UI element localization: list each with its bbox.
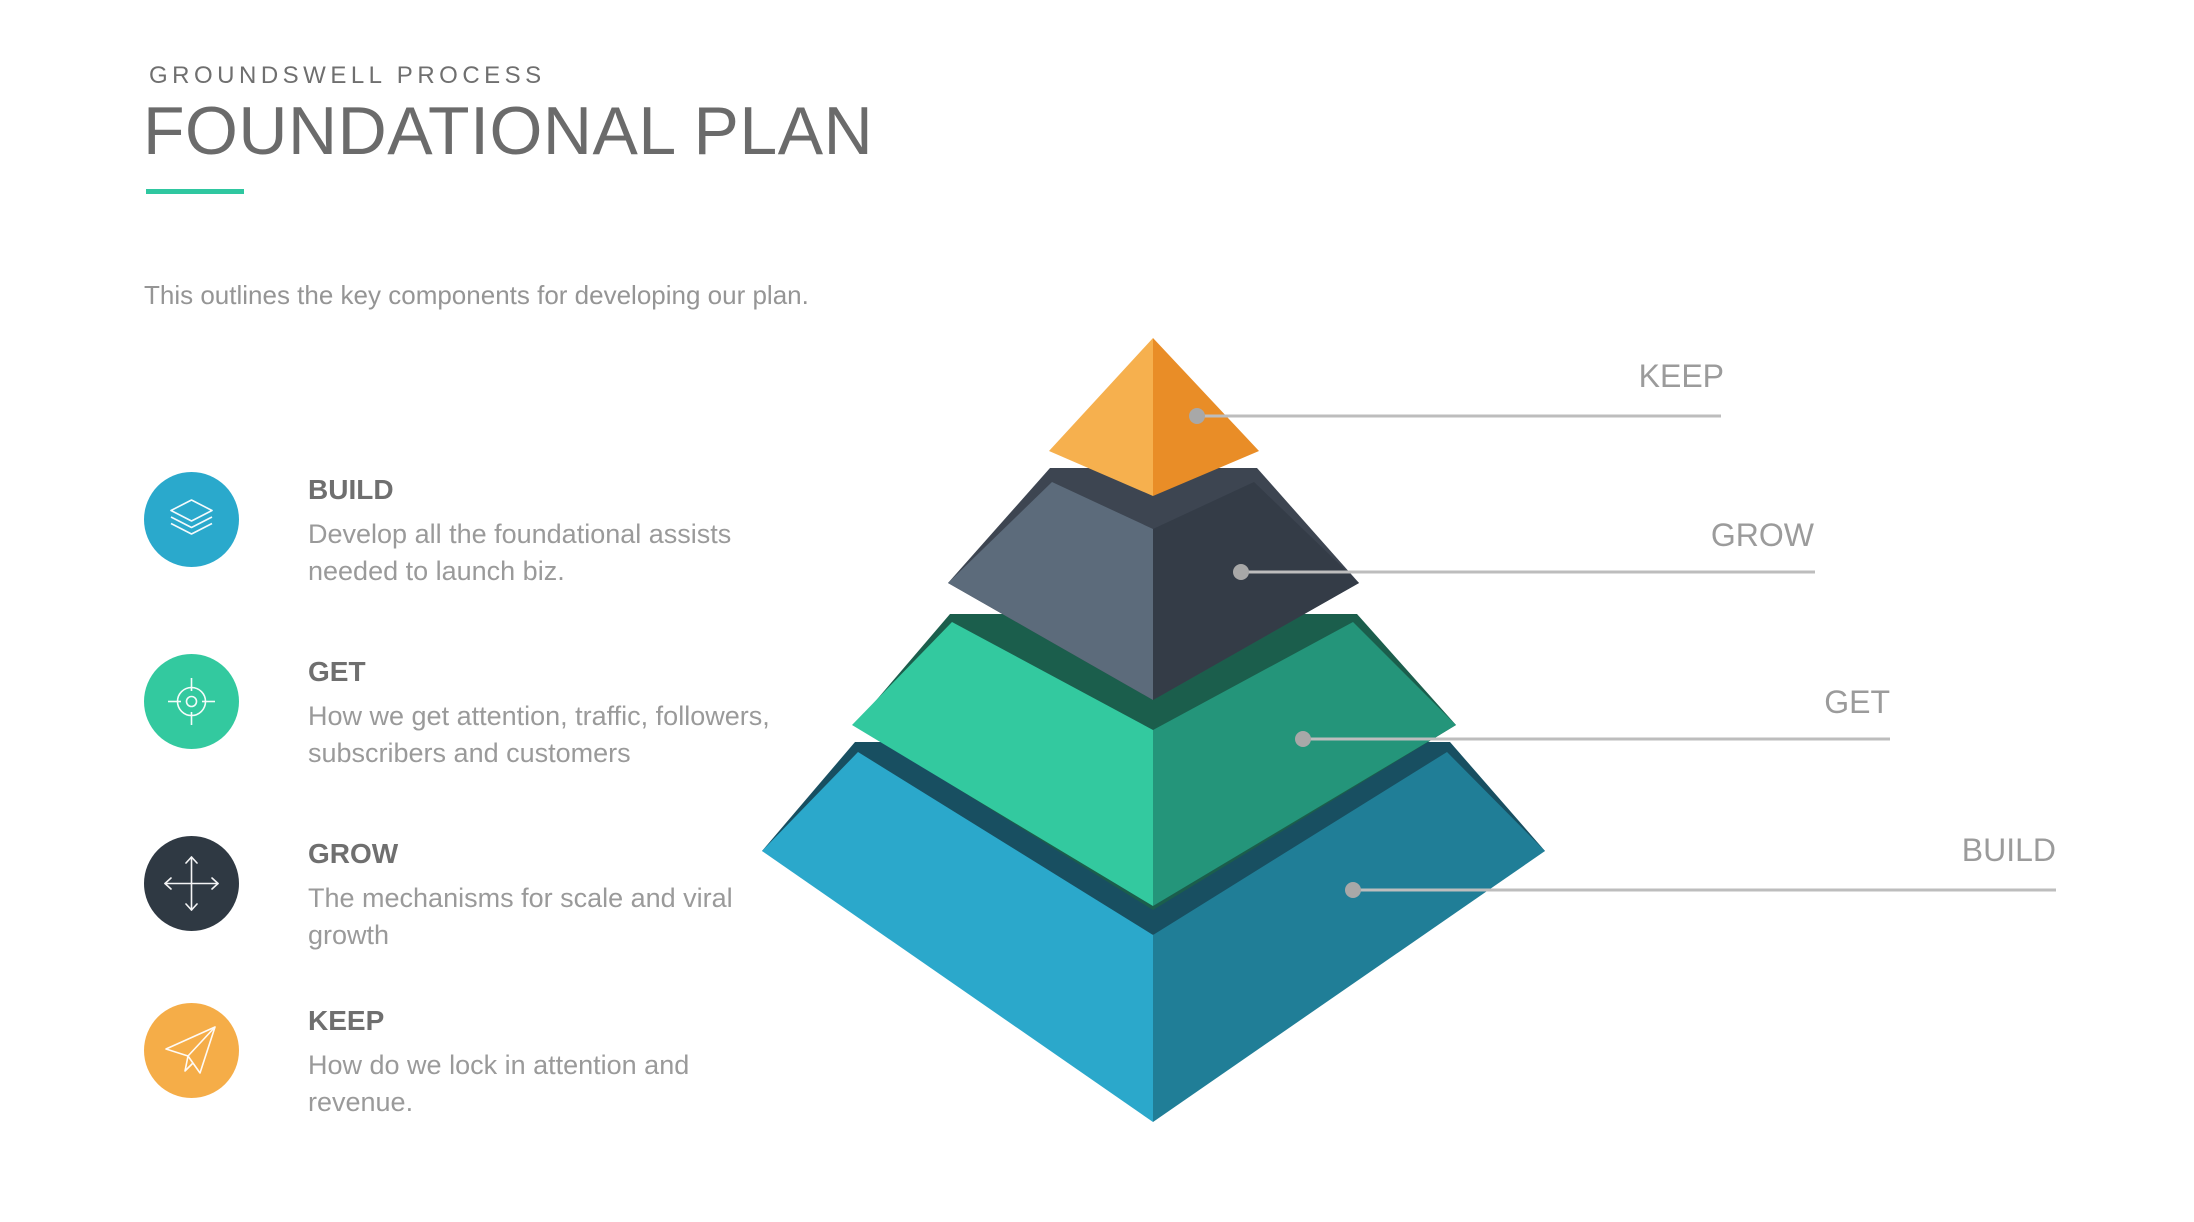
grow-tier-right-face <box>1153 482 1359 700</box>
pyramid-label-build: BUILD <box>1961 832 2056 868</box>
step-description: Develop all the foundational assists nee… <box>308 519 732 586</box>
target-icon <box>144 654 239 749</box>
grow-tier-left-face <box>948 482 1153 700</box>
leader-dot-build <box>1345 882 1361 898</box>
keep-tier-left-face <box>1049 338 1153 496</box>
step-title: BUILD <box>308 474 394 505</box>
leader-dot-grow <box>1233 564 1249 580</box>
step-title: GET <box>308 656 366 687</box>
pyramid-label-keep: KEEP <box>1638 358 1724 394</box>
build-tier-right-face <box>1153 752 1545 1122</box>
get-tier-right-face <box>1153 622 1456 906</box>
leader-lines <box>1197 414 2056 892</box>
step-grow: GROW The mechanisms for scale and viral … <box>144 836 784 950</box>
leader-dot-get <box>1295 731 1311 747</box>
step-title: GROW <box>308 838 399 869</box>
pyramid-layer-get <box>852 614 1456 910</box>
page-title: FOUNDATIONAL PLAN <box>143 93 874 169</box>
move-arrows-icon <box>144 836 239 931</box>
layers-icon <box>144 472 239 567</box>
step-description: The mechanisms for scale and viral growt… <box>308 883 733 950</box>
leader-dots <box>1189 408 1361 898</box>
leader-dot-keep <box>1189 408 1205 424</box>
pyramid-layer-build <box>762 742 1545 1122</box>
pyramid-label-grow: GROW <box>1710 517 1814 553</box>
step-build: BUILD Develop all the foundational assis… <box>144 472 784 586</box>
page-subtitle: This outlines the key components for dev… <box>144 280 809 310</box>
pyramid-label-get: GET <box>1824 684 1890 720</box>
step-description: How we get attention, traffic, followers… <box>308 701 770 768</box>
title-accent-bar <box>146 189 244 194</box>
eyebrow-label: GROUNDSWELL PROCESS <box>149 62 546 89</box>
build-tier-left-face <box>762 752 1153 1122</box>
step-title: KEEP <box>308 1005 385 1036</box>
step-get: GET How we get attention, traffic, follo… <box>144 654 784 804</box>
step-description: How do we lock in attention and revenue. <box>308 1050 690 1117</box>
paper-plane-icon <box>144 1003 239 1098</box>
get-tier-left-face <box>852 622 1153 906</box>
step-keep: KEEP How do we lock in attention and rev… <box>144 1003 784 1117</box>
pyramid-layer-grow <box>948 468 1359 700</box>
